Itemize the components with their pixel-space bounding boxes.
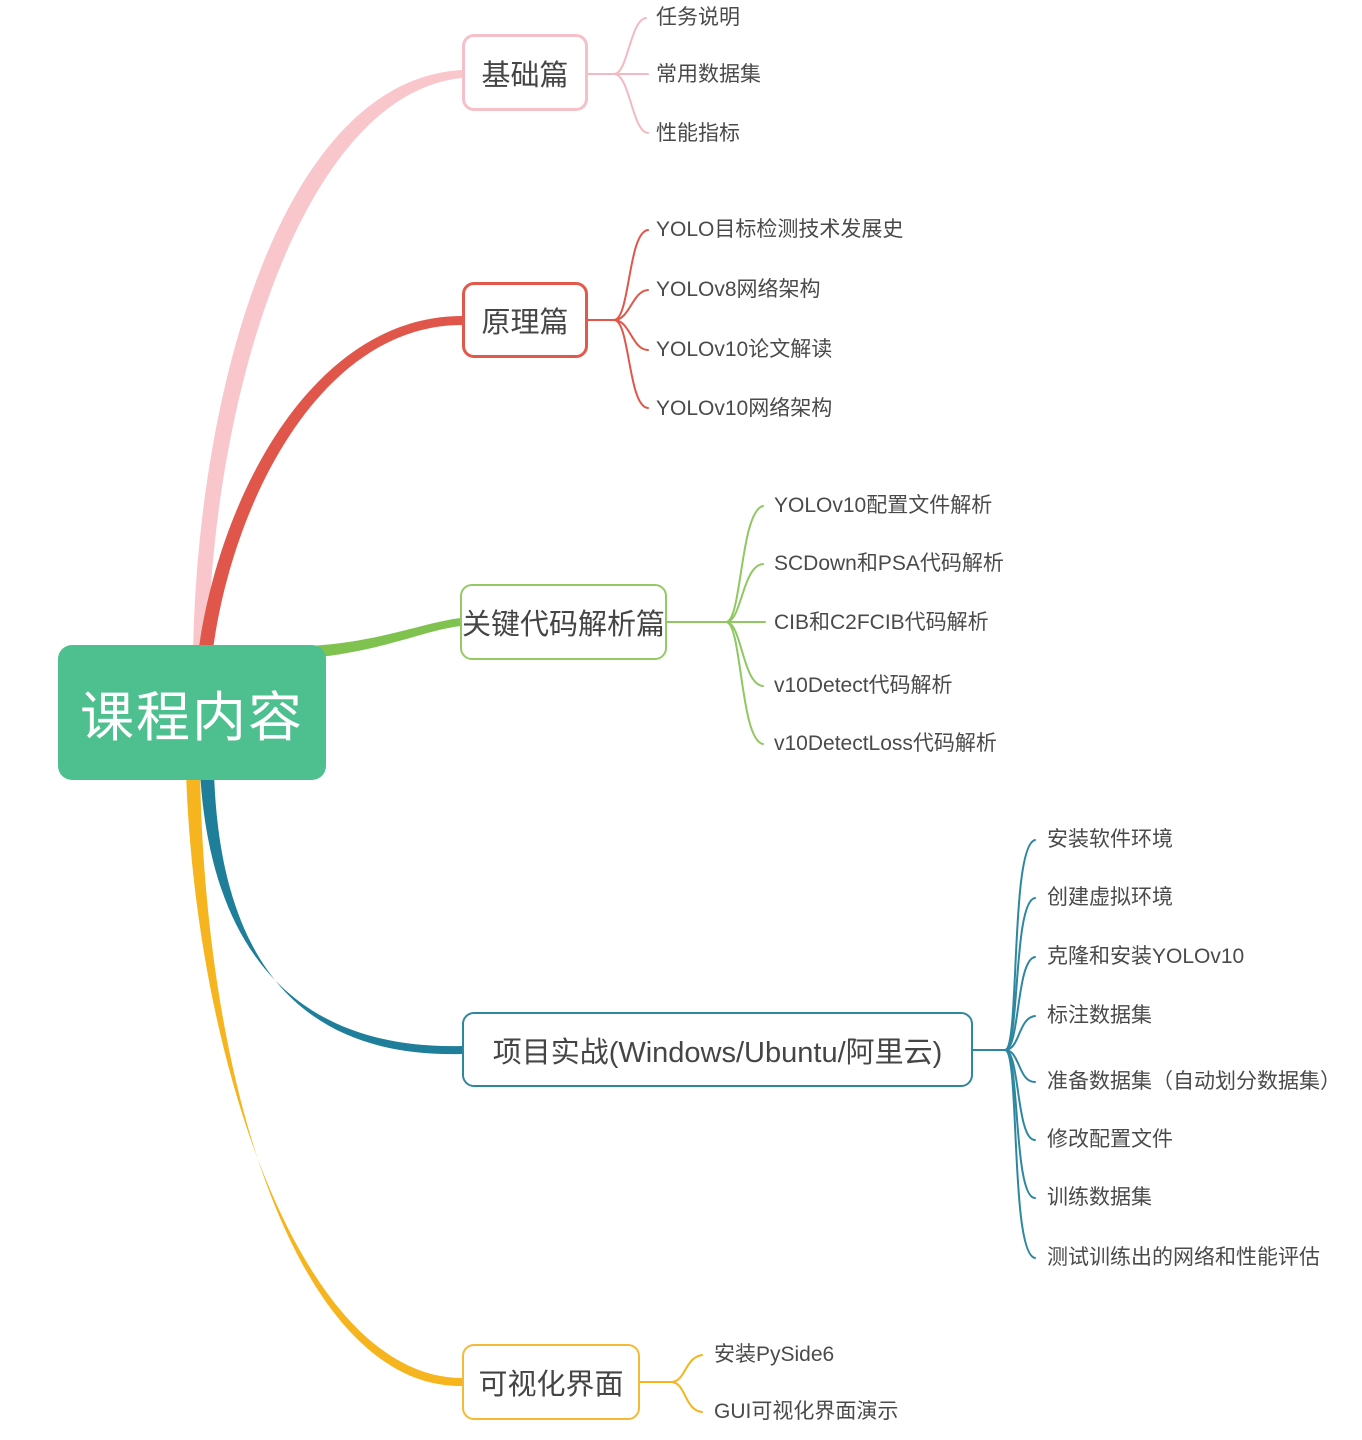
branch-node-gui[interactable]: 可视化界面 <box>462 1344 640 1420</box>
branch-curve-gui <box>186 772 462 1387</box>
connector-group-code-analysis <box>666 505 766 745</box>
connector-group-basics <box>587 17 649 134</box>
connector-basics-1 <box>613 17 647 75</box>
connector-code-5 <box>725 621 764 745</box>
leaf-topic[interactable]: v10Detect代码解析 <box>774 673 953 697</box>
connector-gui-1 <box>670 1354 703 1383</box>
leaf-topic[interactable]: YOLOv10网络架构 <box>656 396 833 420</box>
leaf-topic[interactable]: YOLOv10配置文件解析 <box>774 493 993 517</box>
connector-project-2 <box>1004 897 1036 1051</box>
leaf-topic[interactable]: YOLOv10论文解读 <box>656 337 833 361</box>
connector-code-1 <box>725 505 764 623</box>
leaf-topic[interactable]: 任务说明 <box>656 5 740 29</box>
branch-node-basics[interactable]: 基础篇 <box>462 34 588 111</box>
connector-project-4 <box>1004 1015 1036 1051</box>
connector-basics-3 <box>613 73 649 134</box>
connector-project-8 <box>1004 1049 1036 1259</box>
root-node[interactable]: 课程内容 <box>58 645 326 780</box>
branch-curve-basics <box>193 70 462 656</box>
leaf-topic[interactable]: 测试训练出的网络和性能评估 <box>1047 1245 1320 1269</box>
leaf-topic[interactable]: 安装PySide6 <box>714 1342 835 1366</box>
leaf-topic[interactable]: v10DetectLoss代码解析 <box>774 731 997 755</box>
connector-gui-2 <box>670 1381 703 1413</box>
leaf-topic[interactable]: 训练数据集 <box>1047 1185 1152 1209</box>
branch-node-code-analysis[interactable]: 关键代码解析篇 <box>460 584 667 660</box>
leaf-topic[interactable]: 标注数据集 <box>1047 1003 1152 1027</box>
connector-code-4 <box>725 621 764 687</box>
connector-principles-1 <box>613 229 649 321</box>
leaf-topic[interactable]: YOLOv8网络架构 <box>656 277 821 301</box>
leaf-topic[interactable]: YOLO目标检测技术发展史 <box>656 217 904 241</box>
leaf-topic[interactable]: 准备数据集（自动划分数据集） <box>1047 1069 1341 1093</box>
branch-curve-code-analysis <box>310 618 461 658</box>
branch-curve-principles <box>197 316 462 666</box>
branch-curve-project-practice <box>200 772 462 1055</box>
leaf-topic[interactable]: CIB和C2FCIB代码解析 <box>774 610 989 634</box>
leaf-topic[interactable]: 修改配置文件 <box>1047 1127 1173 1151</box>
connector-code-2 <box>725 563 764 623</box>
connector-group-principles <box>587 229 649 409</box>
connector-project-7 <box>1004 1049 1036 1199</box>
connector-project-3 <box>1004 956 1036 1051</box>
leaf-topic[interactable]: 克隆和安装YOLOv10 <box>1047 944 1245 968</box>
connector-group-gui <box>639 1354 703 1413</box>
leaf-topic[interactable]: 常用数据集 <box>656 62 761 86</box>
leaf-topic[interactable]: 创建虚拟环境 <box>1047 885 1173 909</box>
connector-principles-2 <box>613 289 649 321</box>
branch-node-principles[interactable]: 原理篇 <box>462 282 588 358</box>
leaf-topic[interactable]: SCDown和PSA代码解析 <box>774 551 1004 575</box>
connector-principles-4 <box>613 319 649 409</box>
leaf-topic[interactable]: 性能指标 <box>656 121 740 145</box>
leaf-topic[interactable]: 安装软件环境 <box>1047 827 1173 851</box>
connector-group-project <box>972 839 1036 1259</box>
leaf-topic[interactable]: GUI可视化界面演示 <box>714 1399 899 1423</box>
branch-node-project-practice[interactable]: 项目实战(Windows/Ubuntu/阿里云) <box>462 1012 973 1087</box>
